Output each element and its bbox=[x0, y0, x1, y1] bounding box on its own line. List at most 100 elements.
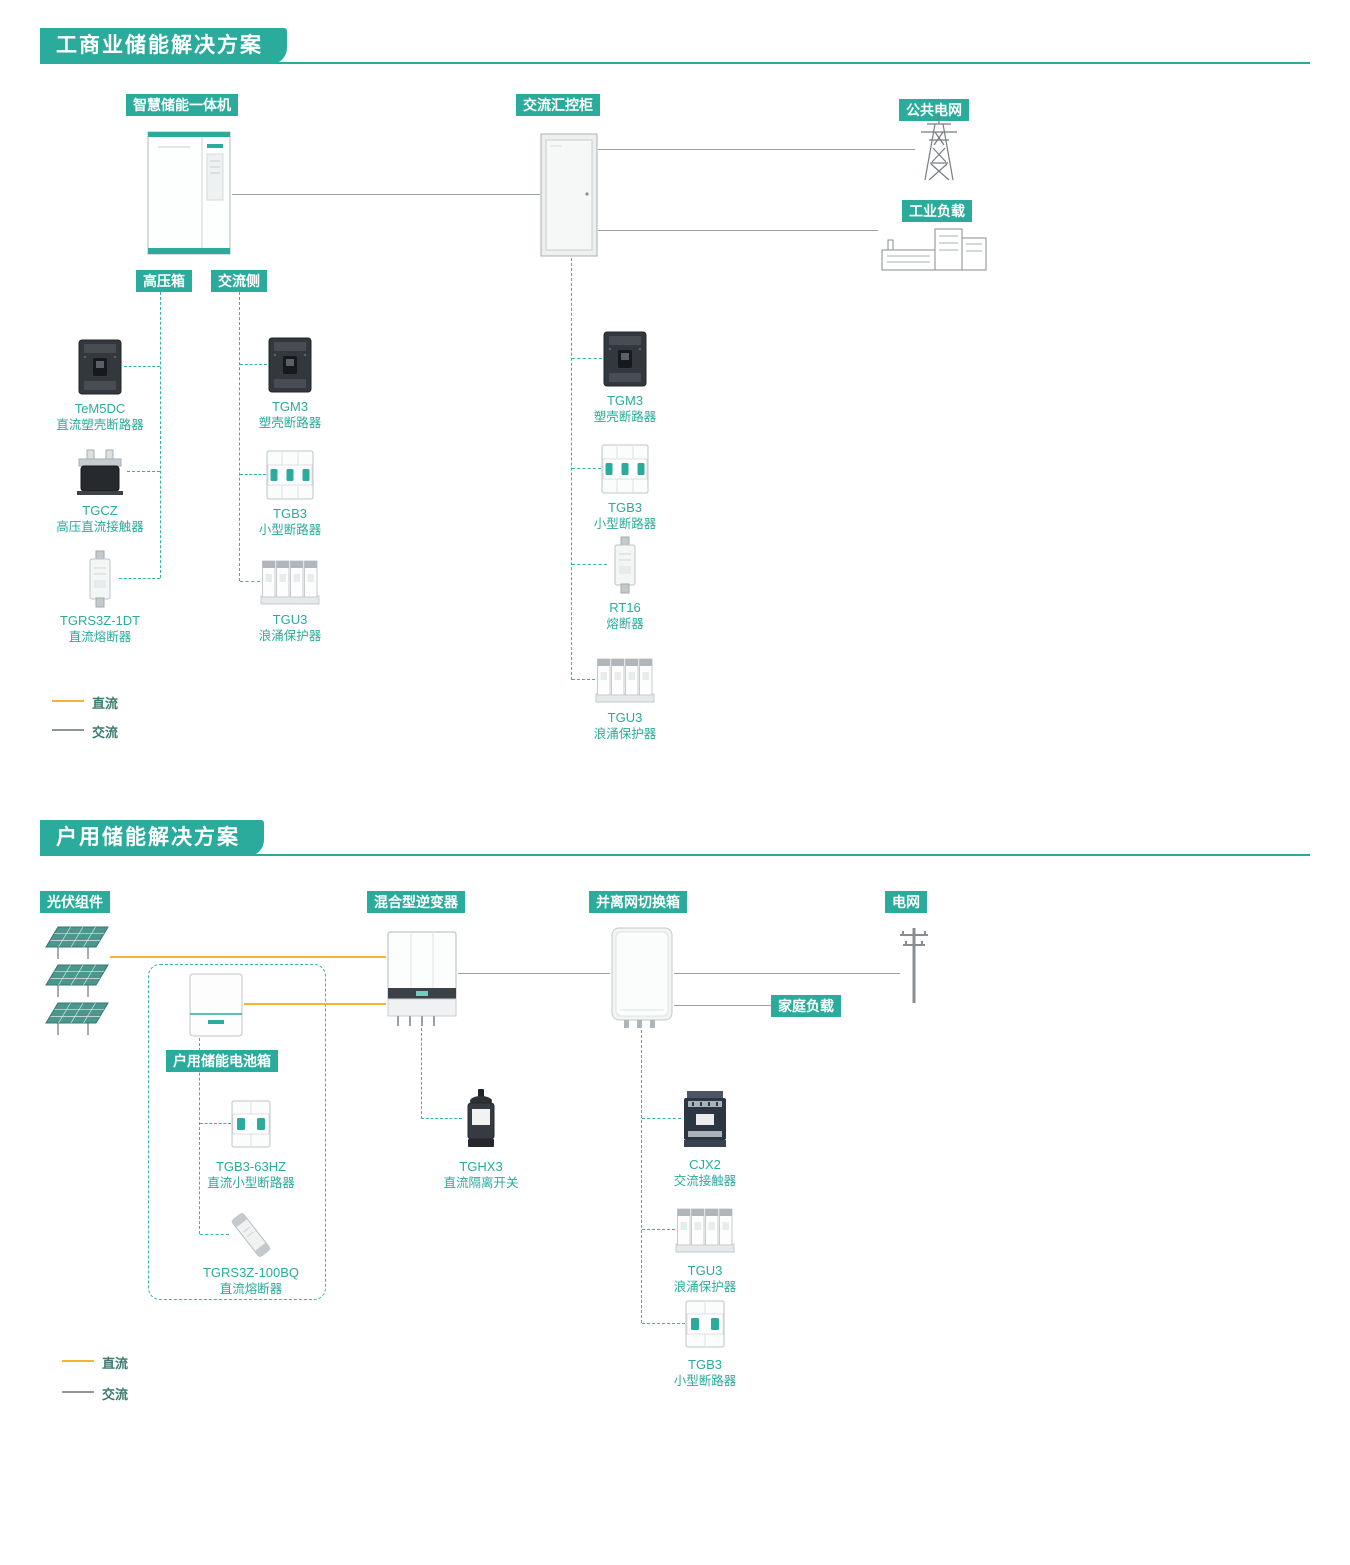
product-name: TGM3 bbox=[271, 399, 309, 414]
legend-ac-label: 交流 bbox=[102, 1387, 129, 1402]
product-desc: 塑壳断路器 bbox=[258, 416, 322, 430]
label-ac-side: 交流侧 bbox=[211, 270, 267, 292]
product-desc: 直流熔断器 bbox=[219, 1282, 283, 1296]
dashed-battery-trunk bbox=[199, 1038, 200, 1234]
product-desc: 熔断器 bbox=[606, 617, 644, 631]
ac-line-inverter-to-switchbox bbox=[458, 973, 610, 974]
label-hybrid-inverter: 混合型逆变器 bbox=[367, 891, 465, 913]
dashed-switchbox-stub-1 bbox=[642, 1118, 681, 1119]
product-desc: 塑壳断路器 bbox=[593, 410, 657, 424]
mini-breaker-icon bbox=[601, 444, 649, 494]
mini-breaker-icon bbox=[266, 450, 314, 500]
fuse-icon bbox=[607, 536, 643, 594]
product-tgb3-63hz: TGB3-63HZ 直流小型断路器 bbox=[181, 1158, 321, 1192]
section1-divider-line bbox=[40, 62, 1310, 64]
product-tgb3-cab: TGB3 小型断路器 bbox=[555, 499, 695, 533]
product-tgu3-cab: TGU3 浪涌保护器 bbox=[555, 709, 695, 743]
product-name: TGHX3 bbox=[459, 1159, 503, 1174]
product-name: TGCZ bbox=[82, 503, 118, 518]
legend-ac-line bbox=[52, 729, 84, 731]
ac-contactor-icon bbox=[681, 1090, 729, 1148]
battery-box-dashed-frame bbox=[148, 964, 326, 1300]
mccb-breaker-icon bbox=[602, 330, 648, 388]
product-tgu3-home: TGU3 浪涌保护器 bbox=[635, 1262, 775, 1296]
dashed-battery-stub-1 bbox=[200, 1123, 231, 1124]
product-name: TGU3 bbox=[272, 612, 308, 627]
product-name: RT16 bbox=[609, 600, 641, 615]
solar-panel-icon bbox=[44, 964, 110, 1000]
product-name: TGU3 bbox=[607, 710, 643, 725]
dashed-switchbox-stub-3 bbox=[642, 1323, 685, 1324]
factory-building-icon bbox=[878, 226, 990, 272]
product-tgu3-ac: TGU3 浪涌保护器 bbox=[220, 611, 360, 645]
surge-protector-icon bbox=[595, 656, 655, 704]
dc-contactor-icon bbox=[74, 448, 126, 496]
section1-title: 工商业储能解决方案 bbox=[40, 28, 287, 64]
ac-line-switchbox-to-grid bbox=[674, 973, 900, 974]
legend-dc-line bbox=[52, 700, 84, 702]
product-desc: 直流隔离开关 bbox=[443, 1176, 519, 1190]
dashed-battery-stub-2 bbox=[200, 1234, 229, 1235]
legend-dc-label: 直流 bbox=[102, 1356, 129, 1371]
dashed-cabinet-trunk bbox=[571, 258, 572, 680]
product-desc: 浪涌保护器 bbox=[673, 1280, 737, 1294]
legend-ac-line bbox=[62, 1391, 94, 1393]
dc-fuse-icon bbox=[229, 1210, 273, 1260]
section2-divider-line bbox=[40, 854, 1310, 856]
product-desc: 浪涌保护器 bbox=[593, 727, 657, 741]
ac-cabinet-icon bbox=[540, 132, 598, 258]
dashed-switchbox-stub-2 bbox=[642, 1229, 675, 1230]
switch-box-icon bbox=[610, 926, 674, 1030]
label-home-load: 家庭负载 bbox=[771, 995, 841, 1017]
label-hv-box: 高压箱 bbox=[136, 270, 192, 292]
surge-protector-icon bbox=[675, 1206, 735, 1254]
dashed-acside-stub-2 bbox=[240, 474, 266, 475]
dashed-acside-stub-1 bbox=[240, 364, 267, 365]
product-desc: 浪涌保护器 bbox=[258, 629, 322, 643]
dc-line-battery-to-inverter bbox=[244, 1003, 386, 1005]
product-name: TeM5DC bbox=[74, 401, 126, 416]
solar-panel-icon bbox=[44, 1002, 110, 1038]
product-desc: 交流接触器 bbox=[673, 1174, 737, 1188]
mini-breaker-icon bbox=[685, 1300, 725, 1348]
dashed-acside-trunk bbox=[239, 292, 240, 581]
dashed-inverter-stub bbox=[421, 1118, 462, 1119]
product-tgb3-ac: TGB3 小型断路器 bbox=[220, 505, 360, 539]
dc-line-pv-to-inverter bbox=[110, 956, 386, 958]
mccb-breaker-icon bbox=[77, 338, 123, 396]
product-desc: 直流塑壳断路器 bbox=[56, 418, 144, 432]
dashed-cabinet-stub-1 bbox=[572, 358, 602, 359]
dc-fuse-icon bbox=[82, 550, 118, 608]
storage-machine-icon bbox=[146, 126, 232, 258]
label-ac-cabinet: 交流汇控柜 bbox=[516, 94, 600, 116]
dashed-cabinet-stub-3 bbox=[572, 564, 607, 565]
product-rt16: RT16 熔断器 bbox=[555, 599, 695, 633]
product-name: TGB3 bbox=[688, 1357, 722, 1372]
dashed-hv-stub-3 bbox=[119, 578, 160, 579]
product-tem5dc: TeM5DC 直流塑壳断路器 bbox=[30, 400, 170, 434]
product-desc: 高压直流接触器 bbox=[56, 520, 144, 534]
product-name: CJX2 bbox=[689, 1157, 721, 1172]
label-industrial-load: 工业负载 bbox=[902, 200, 972, 222]
dashed-cabinet-stub-2 bbox=[572, 468, 601, 469]
line-cabinet-to-load bbox=[598, 230, 878, 231]
label-switch-box: 并离网切换箱 bbox=[589, 891, 687, 913]
solar-panel-icon bbox=[44, 926, 110, 962]
line-cabinet-to-grid bbox=[598, 149, 915, 150]
product-cjx2: CJX2 交流接触器 bbox=[635, 1156, 775, 1190]
label-storage-machine: 智慧储能一体机 bbox=[126, 94, 238, 116]
product-name: TGB3 bbox=[273, 506, 307, 521]
section2-title: 户用储能解决方案 bbox=[40, 820, 264, 856]
label-grid: 电网 bbox=[885, 891, 927, 913]
product-name: TGB3 bbox=[608, 500, 642, 515]
label-battery-box: 户用储能电池箱 bbox=[166, 1050, 278, 1072]
product-tghx3: TGHX3 直流隔离开关 bbox=[411, 1158, 551, 1192]
dashed-inverter-trunk bbox=[421, 1028, 422, 1119]
line-storage-to-cabinet bbox=[232, 194, 540, 195]
product-desc: 直流小型断路器 bbox=[207, 1176, 295, 1190]
legend-dc-label: 直流 bbox=[92, 696, 119, 711]
surge-protector-icon bbox=[260, 558, 320, 606]
label-public-grid: 公共电网 bbox=[899, 99, 969, 121]
mccb-breaker-icon bbox=[267, 336, 313, 394]
